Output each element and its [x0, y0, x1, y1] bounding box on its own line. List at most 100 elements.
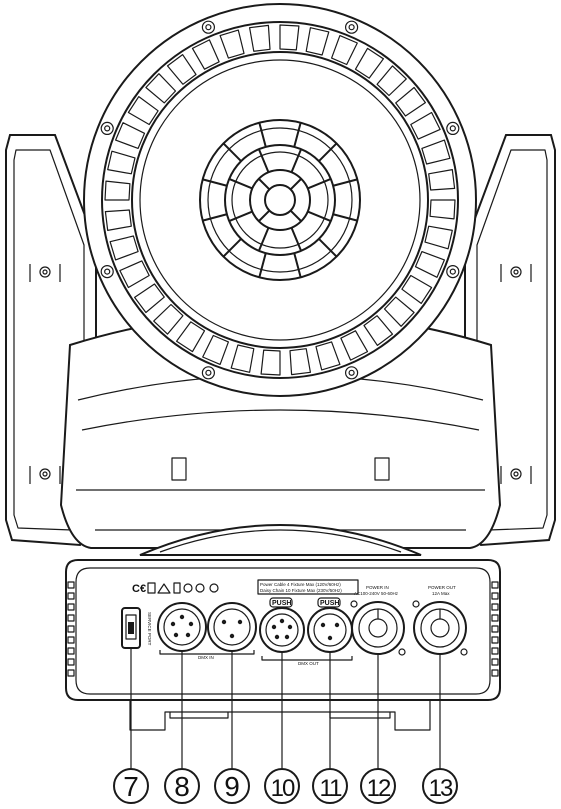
ring-screw-centre: [449, 125, 456, 132]
dmx-in-label: DMX IN: [198, 655, 214, 660]
callout-9: 9: [214, 768, 250, 804]
ring-fin: [115, 122, 146, 149]
vent-slot-left: [67, 592, 75, 600]
power-out-spec: 12A Max: [432, 591, 450, 596]
lens-spoke: [223, 238, 242, 257]
lens-spoke: [290, 178, 302, 190]
lens-spoke: [258, 253, 267, 278]
callout-13-number: 13: [429, 775, 453, 802]
lens-spoke: [318, 238, 337, 257]
ring-fin: [202, 334, 229, 365]
lens-ring: [83, 3, 477, 397]
ring-fin: [289, 348, 311, 376]
lens-spoke: [202, 178, 227, 187]
vent-slot-right: [491, 658, 499, 666]
vent-slot-left: [67, 636, 75, 644]
ring-fin: [331, 35, 358, 66]
power-in-label: POWER IN: [366, 585, 389, 590]
callout-12: 12: [360, 768, 396, 804]
lens-spoke: [258, 178, 270, 190]
vent-slot-left: [67, 614, 75, 622]
yoke-base: [59, 311, 502, 549]
ring-fin: [414, 251, 445, 278]
ring-screw: [100, 121, 114, 135]
ring-screw-centre: [205, 24, 212, 31]
ring-fin: [127, 96, 159, 126]
callout-11-number: 11: [320, 775, 343, 802]
ring-screw: [446, 265, 460, 279]
ring-screw: [345, 20, 359, 34]
ring-fin: [424, 225, 453, 250]
ring-fin: [383, 296, 415, 327]
push-label-3pin: PUSH: [320, 600, 339, 607]
ring-fin: [119, 260, 150, 289]
ring-screw-centre: [104, 268, 111, 275]
ring-screw: [201, 366, 215, 380]
lens-spoke: [258, 149, 270, 173]
ring-fin: [153, 303, 184, 335]
ring-fin: [340, 330, 369, 361]
vent-slot-right: [491, 625, 499, 633]
lens-spoke: [293, 122, 302, 147]
lens-spoke: [290, 149, 302, 173]
ring-fin: [315, 341, 341, 371]
power-in-connector[interactable]: POWER IN AC100-240V 50-60Hz: [350, 585, 406, 656]
vent-slot-right: [491, 647, 499, 655]
power-cable-line2: Daisy Chain 10 Fixture Max (230V/50Hz): [260, 588, 342, 593]
lens-spoke: [229, 210, 253, 222]
lens-spoke: [333, 178, 358, 187]
callout-7-number: 7: [123, 771, 139, 802]
ring-fin: [104, 180, 131, 201]
lens-spoke: [290, 210, 302, 222]
vent-slot-right: [491, 614, 499, 622]
lens-spoke: [229, 178, 253, 190]
lens-spoke: [333, 213, 358, 222]
ring-fin: [134, 283, 165, 314]
lens-spoke: [258, 227, 270, 251]
dmx-out-label: DMX OUT: [298, 661, 319, 666]
callout-9-number: 9: [224, 771, 240, 802]
certification-marks: C€: [132, 582, 219, 595]
vent-slot-left: [67, 581, 75, 589]
lens-centre: [199, 119, 361, 281]
ring-fin: [249, 24, 271, 52]
power-out-label: POWER OUT: [428, 585, 456, 590]
vent-slot-right: [491, 669, 499, 677]
callout-10-number: 10: [271, 775, 295, 802]
ring-fin: [428, 169, 456, 191]
dmx-in-bracket: [159, 650, 255, 655]
ring-fin: [166, 54, 197, 85]
ring-fin: [354, 47, 384, 79]
ring-fin: [363, 315, 394, 346]
lens-spoke: [223, 143, 242, 162]
callout-7: 7: [113, 768, 149, 804]
vent-slot-left: [67, 647, 75, 655]
ring-fin: [260, 349, 281, 376]
callout-11: 11: [312, 768, 348, 804]
ring-fin: [109, 235, 139, 261]
base-top-hump: [139, 524, 422, 556]
lens-spoke: [293, 253, 302, 278]
lens-spoke: [290, 227, 302, 251]
ring-fin: [107, 150, 136, 175]
ring-screw-centre: [348, 369, 355, 376]
svg-text:C€: C€: [132, 583, 146, 595]
ring-screw-centre: [205, 369, 212, 376]
ring-fin: [104, 209, 132, 231]
ring-fin: [410, 111, 441, 140]
ring-screw: [345, 366, 359, 380]
vent-slot-left: [67, 669, 75, 677]
vent-slot-right: [491, 636, 499, 644]
vent-slot-left: [67, 658, 75, 666]
lens-spoke: [318, 143, 337, 162]
callout-8-number: 8: [174, 771, 190, 802]
ring-fin: [279, 24, 300, 51]
lens-spoke: [307, 178, 331, 190]
ring-fin: [219, 29, 245, 59]
ring-fin: [305, 27, 330, 56]
ring-fin: [401, 274, 433, 304]
ring-fin: [395, 86, 426, 117]
callout-8: 8: [164, 768, 200, 804]
vent-slot-left: [67, 625, 75, 633]
vent-slot-right: [491, 581, 499, 589]
